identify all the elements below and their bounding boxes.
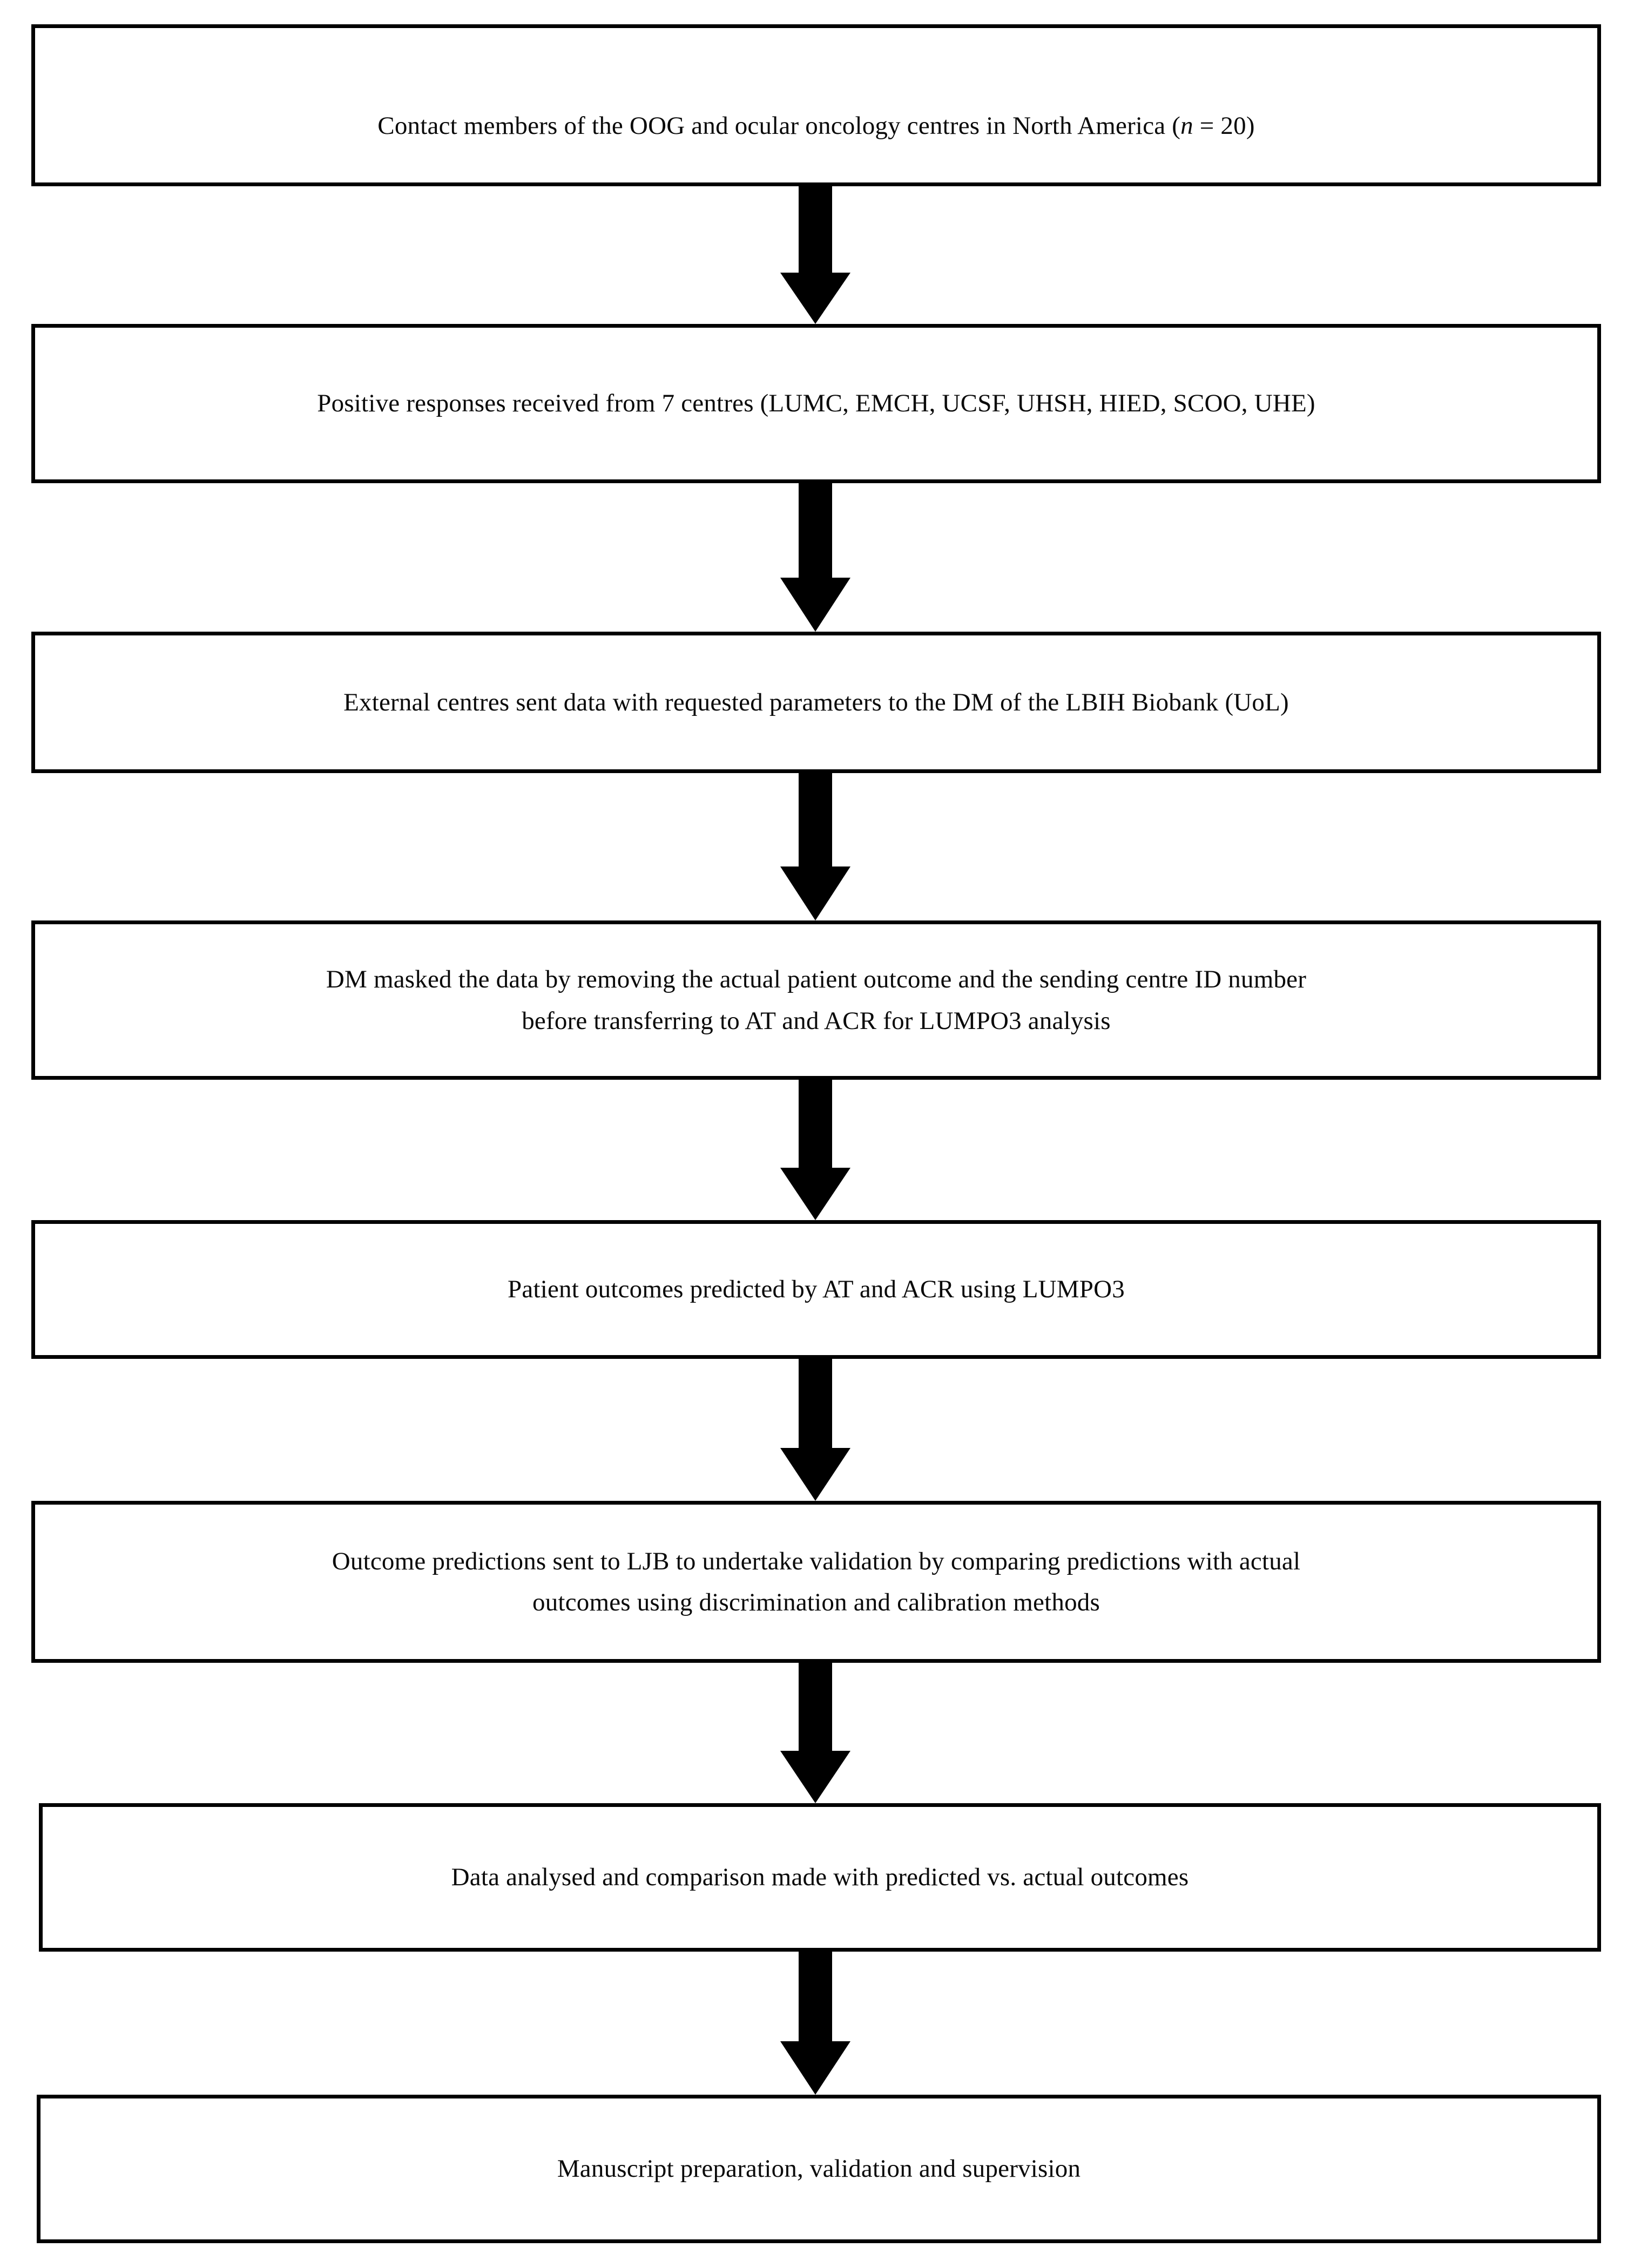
flow-node-dm-masked-data: DM masked the data by removing the actua… — [31, 920, 1601, 1080]
flow-node-outcome-predictions-sent: Outcome predictions sent to LJB to under… — [31, 1501, 1601, 1663]
arrow-node1-to-node2 — [780, 186, 850, 324]
flow-node-outcome-predictions-sent-label: Outcome predictions sent to LJB to under… — [332, 1547, 1301, 1616]
arrow-node7-to-node8 — [780, 1952, 850, 2095]
flow-node-external-centres-sent-data-label: External centres sent data with requeste… — [343, 688, 1289, 716]
flow-node-manuscript-preparation-label: Manuscript preparation, validation and s… — [557, 2155, 1081, 2183]
flow-node-patient-outcomes-predicted: Patient outcomes predicted by AT and ACR… — [31, 1220, 1601, 1359]
arrow-node4-to-node5 — [780, 1080, 850, 1220]
flow-node-patient-outcomes-predicted-label: Patient outcomes predicted by AT and ACR… — [508, 1275, 1125, 1304]
flow-node-data-analysed: Data analysed and comparison made with p… — [39, 1803, 1601, 1952]
flow-node-contact-members-label: Contact members of the OOG and ocular on… — [377, 112, 1255, 140]
arrow-node5-to-node6 — [780, 1359, 850, 1501]
arrow-node6-to-node7 — [780, 1663, 850, 1803]
flow-node-contact-members: Contact members of the OOG and ocular on… — [31, 24, 1601, 186]
flow-node-data-analysed-label: Data analysed and comparison made with p… — [451, 1863, 1189, 1892]
arrow-node3-to-node4 — [780, 773, 850, 920]
flow-node-positive-responses-label: Positive responses received from 7 centr… — [317, 389, 1315, 418]
flow-node-external-centres-sent-data: External centres sent data with requeste… — [31, 632, 1601, 773]
flow-node-manuscript-preparation: Manuscript preparation, validation and s… — [37, 2095, 1601, 2243]
flow-node-positive-responses: Positive responses received from 7 centr… — [31, 324, 1601, 483]
flow-node-dm-masked-data-label: DM masked the data by removing the actua… — [326, 965, 1307, 1035]
arrow-node2-to-node3 — [780, 483, 850, 632]
